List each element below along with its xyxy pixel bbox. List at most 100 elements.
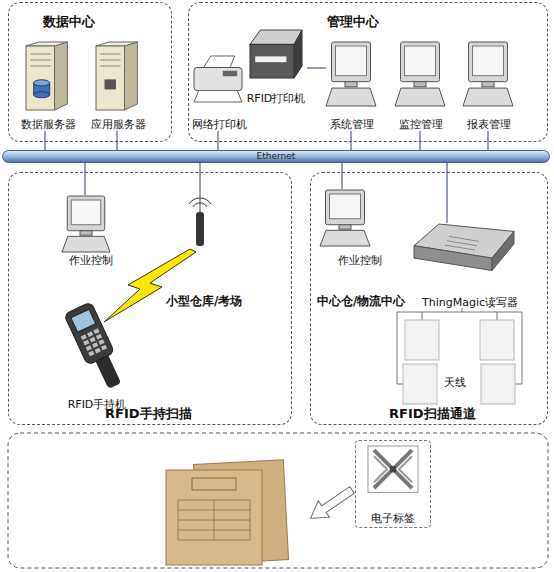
- disk-bottom: [34, 92, 50, 98]
- key: [83, 340, 89, 346]
- device-label: 网络打印机: [192, 118, 247, 131]
- device-node: RFID手持机: [51, 307, 143, 411]
- network-link: [44, 131, 45, 150]
- network-link: [350, 131, 351, 150]
- device-icon: [96, 42, 137, 110]
- keyboard: [326, 88, 376, 106]
- device-node: ThingMagic读写器: [409, 223, 531, 309]
- ap-signal: [189, 198, 211, 207]
- key: [98, 339, 104, 345]
- network-link: [341, 163, 342, 189]
- device-icon: [414, 224, 514, 271]
- group-title: RFID扫描通道: [389, 405, 476, 423]
- device-label: 系统管理: [330, 118, 374, 131]
- ap-uplink: [200, 163, 201, 212]
- folder-title-box: [192, 478, 236, 490]
- monitor-bezel: [401, 42, 440, 82]
- device-node: 报表管理: [461, 39, 517, 131]
- group-box: 数据服务器应用服务器数据中心: [8, 2, 172, 142]
- group-box: 作业控制 ThingMagic读写器 中心仓/物流中心 RFID扫描通道: [310, 172, 548, 425]
- key: [95, 348, 101, 354]
- network-link: [84, 163, 85, 195]
- device-node: 电子标签: [355, 440, 431, 528]
- monitor-bezel: [332, 42, 371, 82]
- device-icon: [26, 42, 67, 110]
- server-bays: [100, 54, 121, 66]
- device-icon: [62, 196, 110, 252]
- server-bays: [30, 54, 51, 66]
- key: [101, 345, 107, 351]
- monitor-screen: [71, 200, 100, 225]
- document-folders: [166, 460, 289, 565]
- server-side: [55, 42, 68, 110]
- key: [96, 334, 102, 340]
- keyboard: [62, 236, 110, 252]
- monitor-stand: [80, 231, 92, 235]
- device-icon: [326, 42, 376, 106]
- monitor-screen: [473, 46, 504, 76]
- ap-body: [196, 212, 204, 246]
- part-label: 天线: [444, 376, 466, 389]
- handheld-screen: [71, 309, 96, 332]
- monitor-screen: [330, 194, 361, 219]
- monitor-stand: [414, 82, 426, 87]
- network-link: [217, 131, 218, 150]
- paper-in: [204, 56, 235, 68]
- device-node: 数据服务器: [16, 39, 80, 131]
- antenna-panel: [481, 364, 515, 404]
- key: [81, 334, 87, 340]
- device-label: 电子标签: [371, 512, 415, 525]
- server-top: [96, 42, 137, 46]
- paper-out: [194, 91, 242, 103]
- device-label: 监控管理: [399, 118, 443, 131]
- group-title: 小型仓库/考场: [166, 293, 242, 310]
- network-link: [487, 131, 488, 150]
- tag-card: [368, 446, 418, 492]
- network-link: [446, 163, 447, 223]
- printer-slot: [255, 56, 286, 62]
- group-title: 管理中心: [327, 13, 379, 31]
- device-icon: [250, 30, 302, 78]
- device-icon: [64, 302, 128, 393]
- device-icons: [26, 30, 514, 492]
- network-bus: Ethernet: [2, 150, 550, 163]
- device-icon: [368, 446, 418, 492]
- group-title: 数据中心: [43, 13, 95, 31]
- printer-side: [294, 30, 302, 78]
- device-label: 作业控制: [338, 254, 382, 267]
- device-icon: [194, 56, 242, 102]
- group-title: 中心仓/物流中心: [317, 293, 405, 310]
- monitor-stand: [345, 82, 357, 87]
- server-front: [96, 46, 125, 110]
- device-icon: [320, 190, 370, 246]
- handheld-body: [64, 302, 115, 365]
- device-icon: [395, 42, 445, 106]
- group-box: RFID打印机网络打印机 系统管理 监控管理 报表管理 管理中心: [188, 2, 548, 142]
- key: [87, 331, 93, 337]
- device-node: RFID打印机: [245, 27, 307, 105]
- keyboard: [463, 88, 513, 106]
- wireless-access-point: [189, 163, 211, 246]
- key: [90, 337, 96, 343]
- group-title: RFID手持扫描: [105, 405, 192, 423]
- antenna-panel: [403, 364, 437, 404]
- antenna-panel: [405, 320, 439, 360]
- monitor-bezel: [67, 196, 104, 231]
- tag-antenna: [374, 450, 412, 488]
- server-top: [26, 42, 67, 46]
- network-link: [419, 131, 420, 150]
- device-label: ThingMagic读写器: [422, 296, 518, 309]
- device-label: 报表管理: [467, 118, 511, 131]
- tag-group-outline: [8, 433, 548, 568]
- tag-pointer-arrow: [305, 482, 358, 527]
- server-front: [26, 46, 55, 110]
- folder-front: [166, 470, 262, 565]
- keyboard: [395, 88, 445, 106]
- handheld-reader: [64, 302, 128, 393]
- server-side: [125, 42, 138, 110]
- device-label: RFID打印机: [247, 92, 306, 105]
- printer-body: [250, 44, 294, 78]
- reader-front: [414, 246, 492, 271]
